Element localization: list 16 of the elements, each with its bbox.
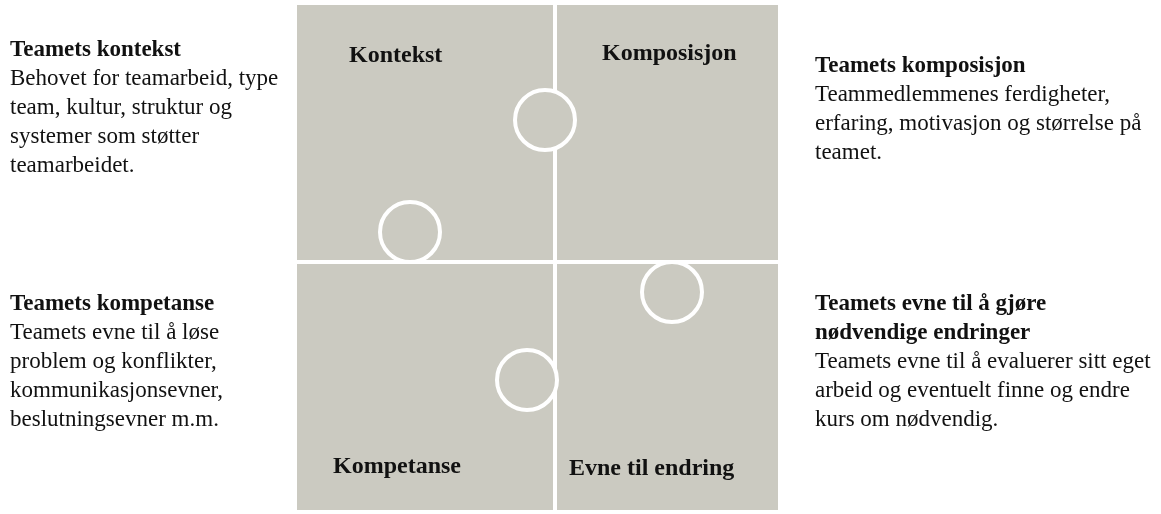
- piece-label: Evne til endring: [569, 454, 735, 481]
- piece-label: Kontekst: [349, 41, 443, 68]
- side-heading: Teamets kontekst: [10, 35, 183, 63]
- puzzle-piece: [297, 5, 553, 260]
- side-heading: Teamets kompetanse: [10, 289, 216, 317]
- side-description: Teamets evne til å løse problem og konflikter, kommunikasjonsevner, beslutningsevner m.m.: [10, 318, 225, 433]
- side-heading: Teamets evne til å gjøre nødvendige endringer: [815, 289, 1048, 346]
- puzzle-piece: [297, 264, 553, 510]
- puzzle-piece: [557, 264, 778, 510]
- piece-label: Kompetanse: [333, 452, 461, 479]
- side-description: Teamets evne til å evaluerer sitt eget arbeid og eventuelt finne og endre kurs om nødvendig.: [815, 347, 1152, 433]
- side-heading: Teamets komposisjon: [815, 51, 1027, 79]
- piece-label: Komposisjon: [602, 39, 737, 66]
- side-description: Behovet for teamarbeid, type team, kultur, struktur og systemer som støtter teamarbeidet.: [10, 64, 280, 179]
- puzzle-piece: [557, 5, 778, 260]
- side-description: Teammedlemmenes ferdigheter, erfaring, motivasjon og størrelse på teamet.: [815, 80, 1143, 166]
